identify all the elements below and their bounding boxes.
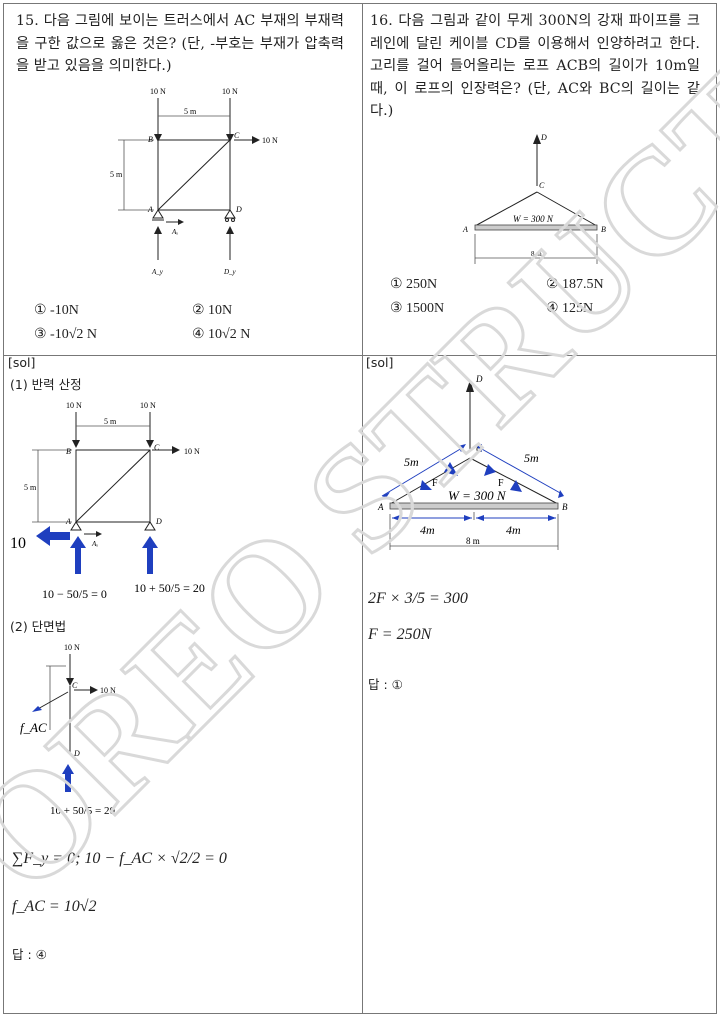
sol16-force-left: F	[432, 478, 438, 489]
column-divider	[362, 4, 363, 1013]
svg-text:5 m: 5 m	[104, 417, 117, 426]
sol16-half-right: 4m	[506, 523, 521, 537]
problem-grid	[3, 3, 717, 1014]
svg-text:8 m: 8 m	[466, 536, 480, 546]
sol15-eq-bottom: 10 + 50/5 = 20	[50, 805, 115, 817]
q16-block: 16. 다음 그림과 같이 무게 300N의 강재 파이프를 크레인에 달린 케…	[370, 10, 700, 123]
q15-question: 15. 다음 그림에 보이는 트러스에서 AC 부재의 부재력을 구한 값으로 …	[16, 13, 344, 74]
q15-load-b: 10 N	[150, 87, 166, 96]
svg-text:A: A	[377, 502, 384, 512]
q15-option-1[interactable]: ① -10N	[34, 303, 79, 318]
svg-text:A: A	[65, 517, 71, 526]
sol15-reaction-d-arrow	[142, 536, 158, 574]
q16-option-4[interactable]: ④ 125N	[546, 301, 594, 316]
sol16-eq1: 2F × 3/5 = 300	[368, 590, 468, 608]
q15-ax: Aₓ	[171, 228, 178, 236]
svg-text:5 m: 5 m	[24, 483, 37, 492]
sol15-reaction-figure: 10 N 10 N 5 m 5 m B C A D 10 N Aₓ 10 10 …	[10, 401, 205, 601]
sol15-tag: [sol]	[8, 355, 36, 370]
sol15-eq2-text: f_AC = 10√2	[12, 898, 97, 915]
svg-text:10 N: 10 N	[100, 686, 116, 695]
q16-span: 8 m	[531, 250, 542, 258]
q15-block: 15. 다음 그림에 보이는 트러스에서 AC 부재의 부재력을 구한 값으로 …	[16, 10, 344, 78]
svg-text:B: B	[562, 502, 568, 512]
sol15-eq-left: 10 − 50/5 = 0	[42, 587, 107, 601]
svg-text:10 N: 10 N	[66, 401, 82, 410]
q16-weight: W = 300 N	[513, 214, 554, 224]
sol15-eq1: ∑F_y = 0; 10 − f_AC × √2/2 = 0	[12, 850, 227, 868]
sol16-eq2: F = 250N	[368, 626, 431, 644]
sol16-len-left: 5m	[404, 455, 419, 469]
q16-node-d: D	[540, 133, 547, 142]
svg-text:D: D	[155, 517, 162, 526]
sol16-eq1-text: 2F × 3/5 = 300	[368, 590, 468, 607]
sol15-eq-right: 10 + 50/5 = 20	[134, 581, 205, 595]
sol15-eq1-text: ∑F_y = 0; 10 − f_AC × √2/2 = 0	[12, 850, 227, 867]
q15-node-c: C	[234, 131, 240, 140]
q16-option-1[interactable]: ① 250N	[390, 277, 438, 292]
svg-text:W = 300 N: W = 300 N	[448, 488, 507, 503]
sol15-reaction-a-arrow	[70, 536, 86, 574]
sol15-reaction-x: 10	[10, 535, 26, 552]
sol16-figure: D C A B W = 300 N 5m 5m F F 4m 4m 8 m	[377, 374, 568, 550]
sol16-answer: 답 : ①	[368, 677, 403, 692]
q16-pipe-figure: D C W = 300 N A B 8 m	[462, 133, 606, 264]
sol15-step1: (1) 반력 산정	[10, 377, 82, 392]
q16-node-c: C	[539, 181, 545, 190]
svg-text:C: C	[154, 443, 160, 452]
q16-node-a: A	[462, 225, 468, 234]
q15-option-3[interactable]: ③ -10√2 N	[34, 327, 98, 342]
svg-text:10 N: 10 N	[184, 447, 200, 456]
q16-option-3[interactable]: ③ 1500N	[390, 301, 445, 316]
svg-text:B: B	[66, 447, 71, 456]
q15-truss-figure: 10 N 10 N 5 m 5 m B C A D 10 N Aₓ A_y D_…	[110, 87, 278, 276]
sol15-answer: 답 : ④	[12, 947, 47, 962]
sol15-eq2: f_AC = 10√2	[12, 898, 96, 916]
q16-option-2[interactable]: ② 187.5N	[546, 277, 604, 292]
sol16-eq2-text: F = 250N	[368, 626, 432, 643]
row-divider	[4, 355, 716, 356]
svg-text:D: D	[73, 749, 80, 758]
q15-node-a: A	[147, 205, 153, 214]
svg-text:D: D	[475, 374, 483, 384]
svg-text:10 N: 10 N	[64, 643, 80, 652]
q16-question: 16. 다음 그림과 같이 무게 300N의 강재 파이프를 크레인에 달린 케…	[370, 13, 700, 119]
q15-load-right: 10 N	[262, 136, 278, 145]
q15-dy: D_y	[223, 268, 237, 276]
sol16-force-right: F	[498, 478, 504, 489]
q15-node-b: B	[148, 135, 153, 144]
sol15-fac-label: f_AC	[20, 720, 47, 735]
q15-option-2[interactable]: ② 10N	[192, 303, 233, 318]
q15-node-d: D	[235, 205, 242, 214]
q15-span: 5 m	[184, 107, 197, 116]
q15-option-4[interactable]: ④ 10√2 N	[192, 327, 251, 342]
sol16-half-left: 4m	[420, 523, 435, 537]
sol16-tag: [sol]	[366, 355, 394, 370]
sol16-len-right: 5m	[524, 451, 539, 465]
sol15-section-figure: 10 N C 10 N f_AC D 10 + 50/5 = 20	[20, 643, 116, 817]
sol15-step2: (2) 단면법	[10, 619, 67, 634]
sol15-section-reaction-arrow	[62, 764, 74, 792]
q15-ay: A_y	[151, 268, 164, 276]
svg-text:10 N: 10 N	[140, 401, 156, 410]
q15-height: 5 m	[110, 170, 123, 179]
svg-text:Aₓ: Aₓ	[91, 540, 98, 548]
q16-node-b: B	[601, 225, 606, 234]
sol15-reaction-x-arrow	[36, 526, 70, 546]
svg-text:C: C	[72, 681, 78, 690]
q15-load-c: 10 N	[222, 87, 238, 96]
